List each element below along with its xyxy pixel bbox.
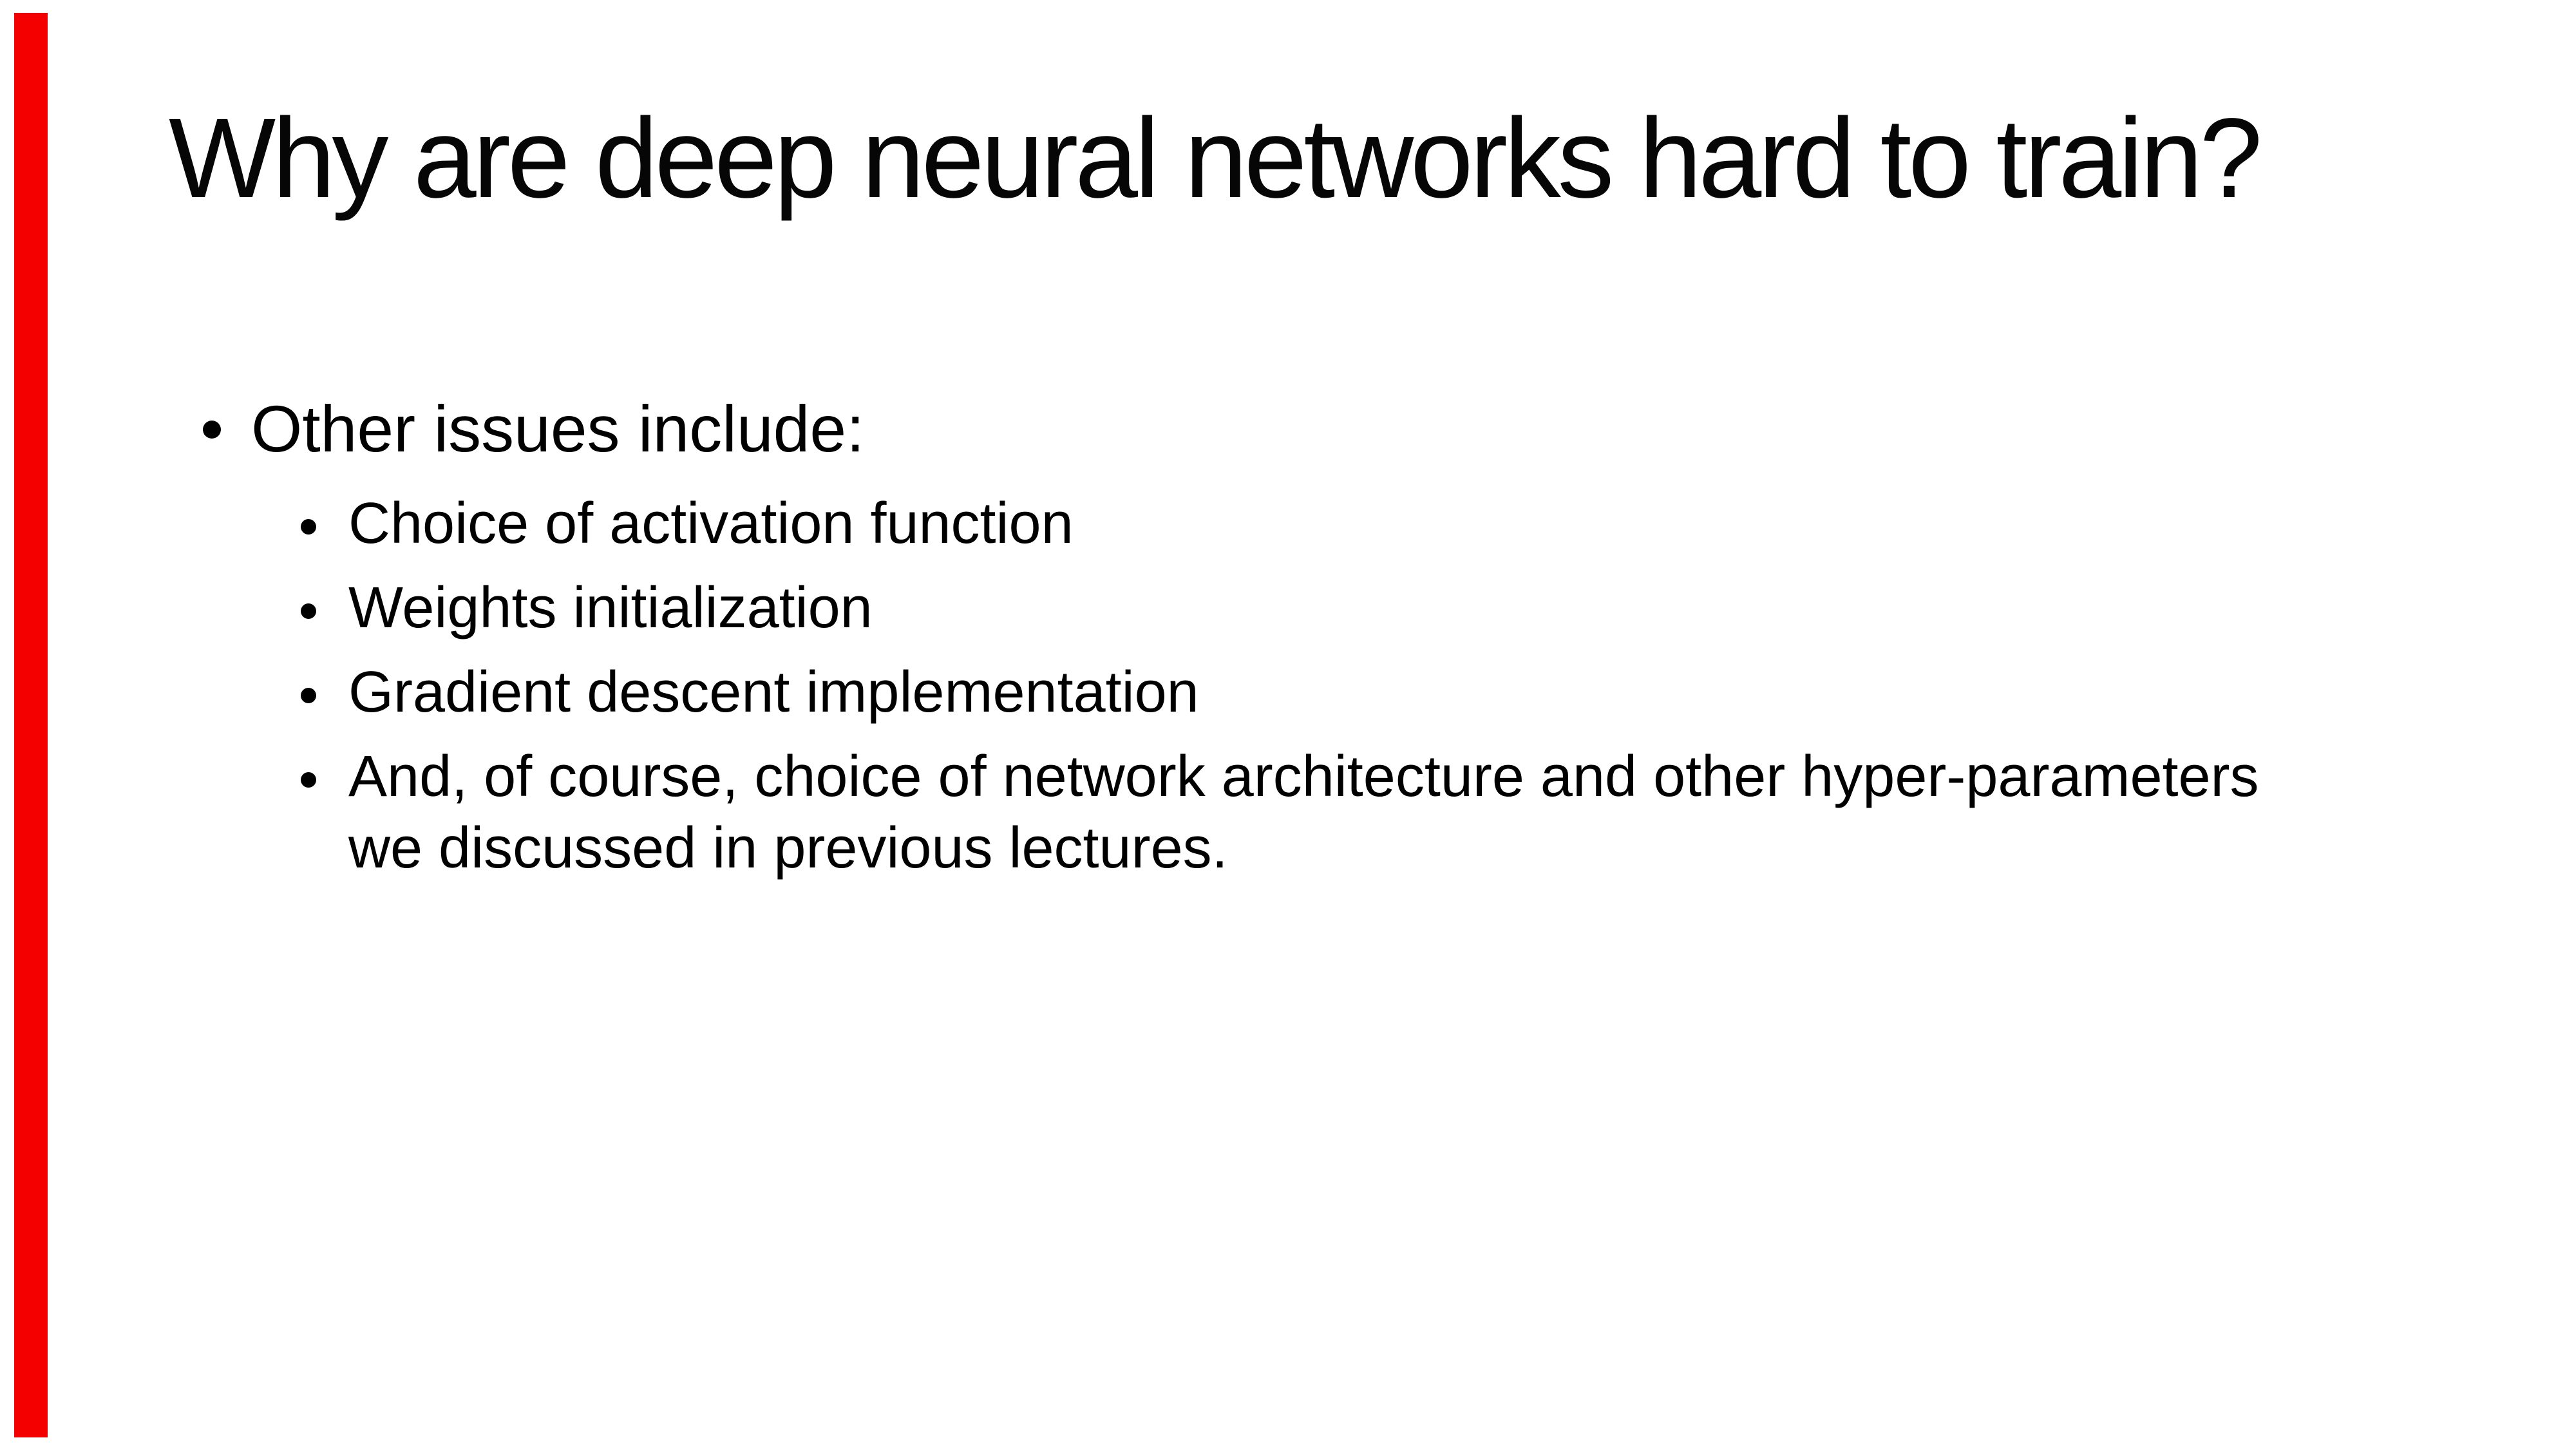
left-accent-bar: [14, 13, 48, 1437]
bullet-l1-text: Other issues include:: [251, 392, 865, 466]
bullet-item-level2: And, of course, choice of network archit…: [301, 741, 2259, 884]
bullet-list-level2: Choice of activation function Weights in…: [301, 488, 2259, 897]
bullet-dot: [301, 603, 316, 619]
bullet-line: And, of course, choice of network archit…: [348, 744, 2259, 809]
bullet-l2-text: Weights initialization: [348, 573, 873, 644]
bullet-item-level2: Choice of activation function: [301, 488, 2259, 560]
bullet-line: Gradient descent implementation: [348, 660, 1199, 724]
bullet-item-level1: Other issues include:: [203, 390, 864, 468]
bullet-line: Weights initialization: [348, 576, 873, 640]
slide-title: Why are deep neural networks hard to tra…: [169, 95, 2262, 222]
bullet-l2-text: Choice of activation function: [348, 488, 1074, 560]
bullet-l2-text: And, of course, choice of network archit…: [348, 741, 2259, 884]
bullet-dot: [301, 519, 316, 535]
bullet-dot: [203, 421, 221, 439]
bullet-l2-text: Gradient descent implementation: [348, 657, 1199, 728]
bullet-dot: [301, 688, 316, 703]
bullet-item-level2: Gradient descent implementation: [301, 657, 2259, 728]
bullet-dot: [301, 772, 316, 788]
bullet-line: Choice of activation function: [348, 491, 1074, 556]
bullet-item-level2: Weights initialization: [301, 573, 2259, 644]
bullet-line: we discussed in previous lectures.: [348, 816, 1228, 880]
